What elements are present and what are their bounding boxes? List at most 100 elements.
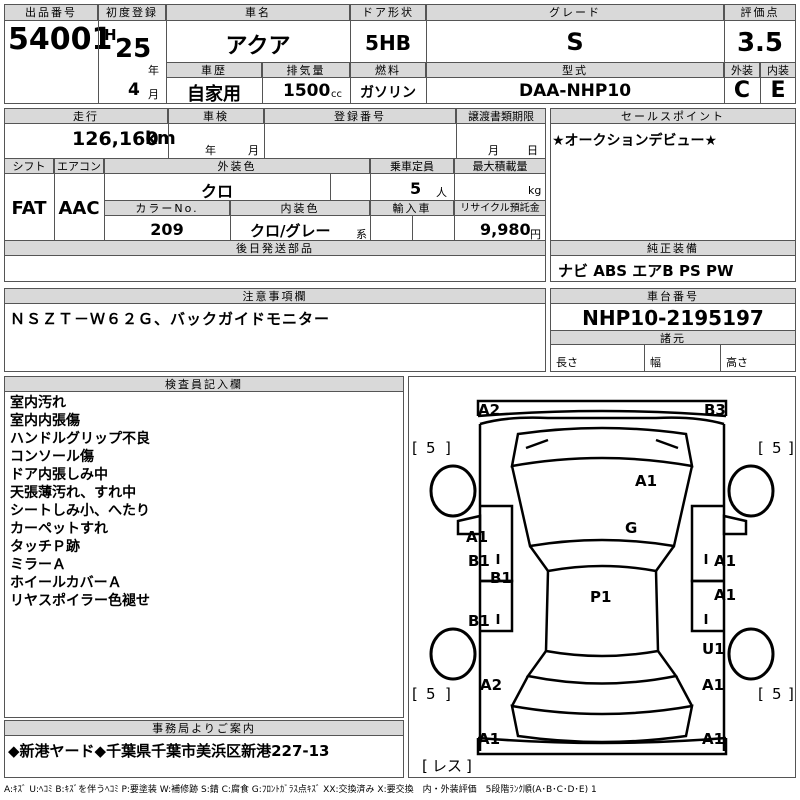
- specs-header: 諸元: [550, 330, 796, 345]
- car-name-header: 車名: [166, 4, 350, 21]
- diagram-block: [408, 376, 796, 778]
- max-load-header: 最大積載量: [454, 158, 546, 174]
- exterior-header: 外装: [724, 62, 760, 78]
- spare-tire-bracket: [: [422, 757, 428, 775]
- year-value: 25: [115, 34, 152, 64]
- note-item: リヤスポイラー色褪せ: [10, 593, 150, 609]
- height-label: 高さ: [726, 356, 748, 369]
- color-no-header: カラーNo.: [104, 200, 230, 216]
- mileage-header: 走行: [4, 108, 168, 124]
- caution-value: ＮＳＺＴ－Ｗ６２Ｇ、バックガイドモニター: [10, 310, 331, 328]
- mark-right-rear-fender: U1: [702, 640, 725, 658]
- door-header: ドア形状: [350, 4, 426, 21]
- note-item: カーペットすれ: [10, 521, 108, 537]
- caution-header: 注意事項欄: [4, 288, 546, 304]
- note-item: ハンドルグリップ不良: [10, 431, 150, 447]
- month-unit: 月: [148, 88, 159, 101]
- int-color-value: クロ/グレー: [250, 222, 331, 240]
- reg-no-header: 登録番号: [264, 108, 456, 124]
- transfer-header: 譲渡書類期限: [456, 108, 546, 124]
- inspector-notes-list: 室内汚れ 室内内張傷 ハンドルグリップ不良 コンソール傷 ドア内張しみ中 天張薄…: [10, 394, 150, 610]
- later-parts-header: 後日発送部品: [4, 240, 546, 256]
- note-item: タッチＰ跡: [10, 539, 80, 555]
- office-value: ◆新港ヤード◆千葉県千葉市美浜区新港227-13: [8, 742, 330, 760]
- inspection-year-unit: 年: [205, 144, 216, 157]
- model-code-value: DAA-NHP10: [518, 81, 632, 101]
- transfer-day-unit: 日: [527, 144, 538, 157]
- tire-tread-fr: [: [758, 439, 764, 457]
- genuine-header: 純正装備: [550, 240, 796, 256]
- tire-tread-rr: 5: [772, 685, 782, 703]
- km-unit: km: [145, 128, 176, 149]
- grade-header: グレード: [426, 4, 724, 21]
- tire-tread-rr: [: [758, 685, 764, 703]
- ext-color-value: クロ: [200, 182, 233, 201]
- tire-tread-rr: ]: [788, 685, 794, 703]
- spare-tire-status: レス: [432, 757, 462, 775]
- mark-windshield: G: [625, 519, 637, 537]
- inspection-header: 車検: [168, 108, 264, 124]
- note-item: ミラーＡ: [10, 557, 66, 573]
- aircon-header: エアコン: [54, 158, 104, 174]
- spare-tire-bracket: ]: [466, 757, 472, 775]
- history-header: 車歴: [166, 62, 262, 78]
- displacement-header: 排気量: [262, 62, 350, 78]
- year-unit: 年: [148, 64, 159, 77]
- fuel-value: ガソリン: [360, 85, 416, 101]
- recycle-value: 9,980: [480, 220, 531, 239]
- mark-left-front-fender: A1: [466, 528, 488, 546]
- int-color-header: 内装色: [230, 200, 370, 216]
- interior-value: E: [770, 78, 786, 103]
- width-label: 幅: [650, 356, 661, 369]
- kei-unit: 系: [356, 228, 367, 241]
- shift-header: シフト: [4, 158, 54, 174]
- chassis-value: NHP10-2195197: [582, 306, 764, 330]
- aircon-value: AAC: [58, 198, 100, 219]
- cc-unit: cc: [331, 89, 342, 100]
- sales-point-value: ★オークションデビュー★: [552, 133, 718, 149]
- tire-tread-fl: 5: [426, 439, 436, 457]
- mark-right-front-door: A1: [714, 552, 736, 570]
- model-code-header: 型式: [426, 62, 724, 78]
- grade-value: S: [566, 28, 584, 56]
- yen-unit: 円: [530, 228, 541, 241]
- tire-tread-fl: ]: [445, 439, 451, 457]
- mark-left-front-door: B1: [468, 552, 490, 570]
- note-item: ホイールカバーＡ: [10, 575, 122, 591]
- first-reg-header: 初度登録: [98, 4, 166, 21]
- mark-left-rear-fender: A2: [480, 676, 502, 694]
- door-value: 5HB: [365, 31, 411, 55]
- mark-front-bumper-right: B3: [704, 401, 726, 419]
- lot-no-header: 出品番号: [4, 4, 98, 21]
- note-item: 室内内張傷: [10, 413, 80, 429]
- mark-hood: A1: [635, 472, 657, 490]
- recycle-header: リサイクル預託金: [454, 200, 546, 216]
- office-header: 事務局よりご案内: [4, 720, 404, 736]
- interior-header: 内装: [760, 62, 796, 78]
- mark-front-bumper-left: A2: [478, 401, 500, 419]
- mark-right-rear-door: A1: [714, 586, 736, 604]
- fuel-header: 燃料: [350, 62, 426, 78]
- transfer-month-unit: 月: [488, 144, 499, 157]
- mark-right-quarter: A1: [702, 676, 724, 694]
- color-no-value: 209: [150, 220, 184, 239]
- shift-value: FAT: [11, 198, 47, 219]
- mark-rear-bumper-left: A1: [478, 730, 500, 748]
- history-value: 自家用: [187, 84, 241, 105]
- mark-left-pillar: B1: [490, 569, 512, 587]
- person-unit: 人: [436, 186, 447, 199]
- import-header: 輸入車: [370, 200, 454, 216]
- inspector-header: 検査員記入欄: [4, 376, 404, 392]
- tire-tread-rl: [: [412, 685, 418, 703]
- ext-color-header: 外装色: [104, 158, 370, 174]
- month-value: 4: [128, 80, 140, 100]
- mark-rear-bumper-right: A1: [702, 730, 724, 748]
- note-item: 天張薄汚れ、すれ中: [10, 485, 137, 501]
- score-value: 3.5: [736, 28, 784, 58]
- displacement-value: 1500: [283, 81, 331, 101]
- car-name-value: アクア: [225, 34, 291, 59]
- tire-tread-fl: [: [412, 439, 418, 457]
- tire-tread-fr: ]: [788, 439, 794, 457]
- capacity-header: 乗車定員: [370, 158, 454, 174]
- tire-tread-rl: ]: [445, 685, 451, 703]
